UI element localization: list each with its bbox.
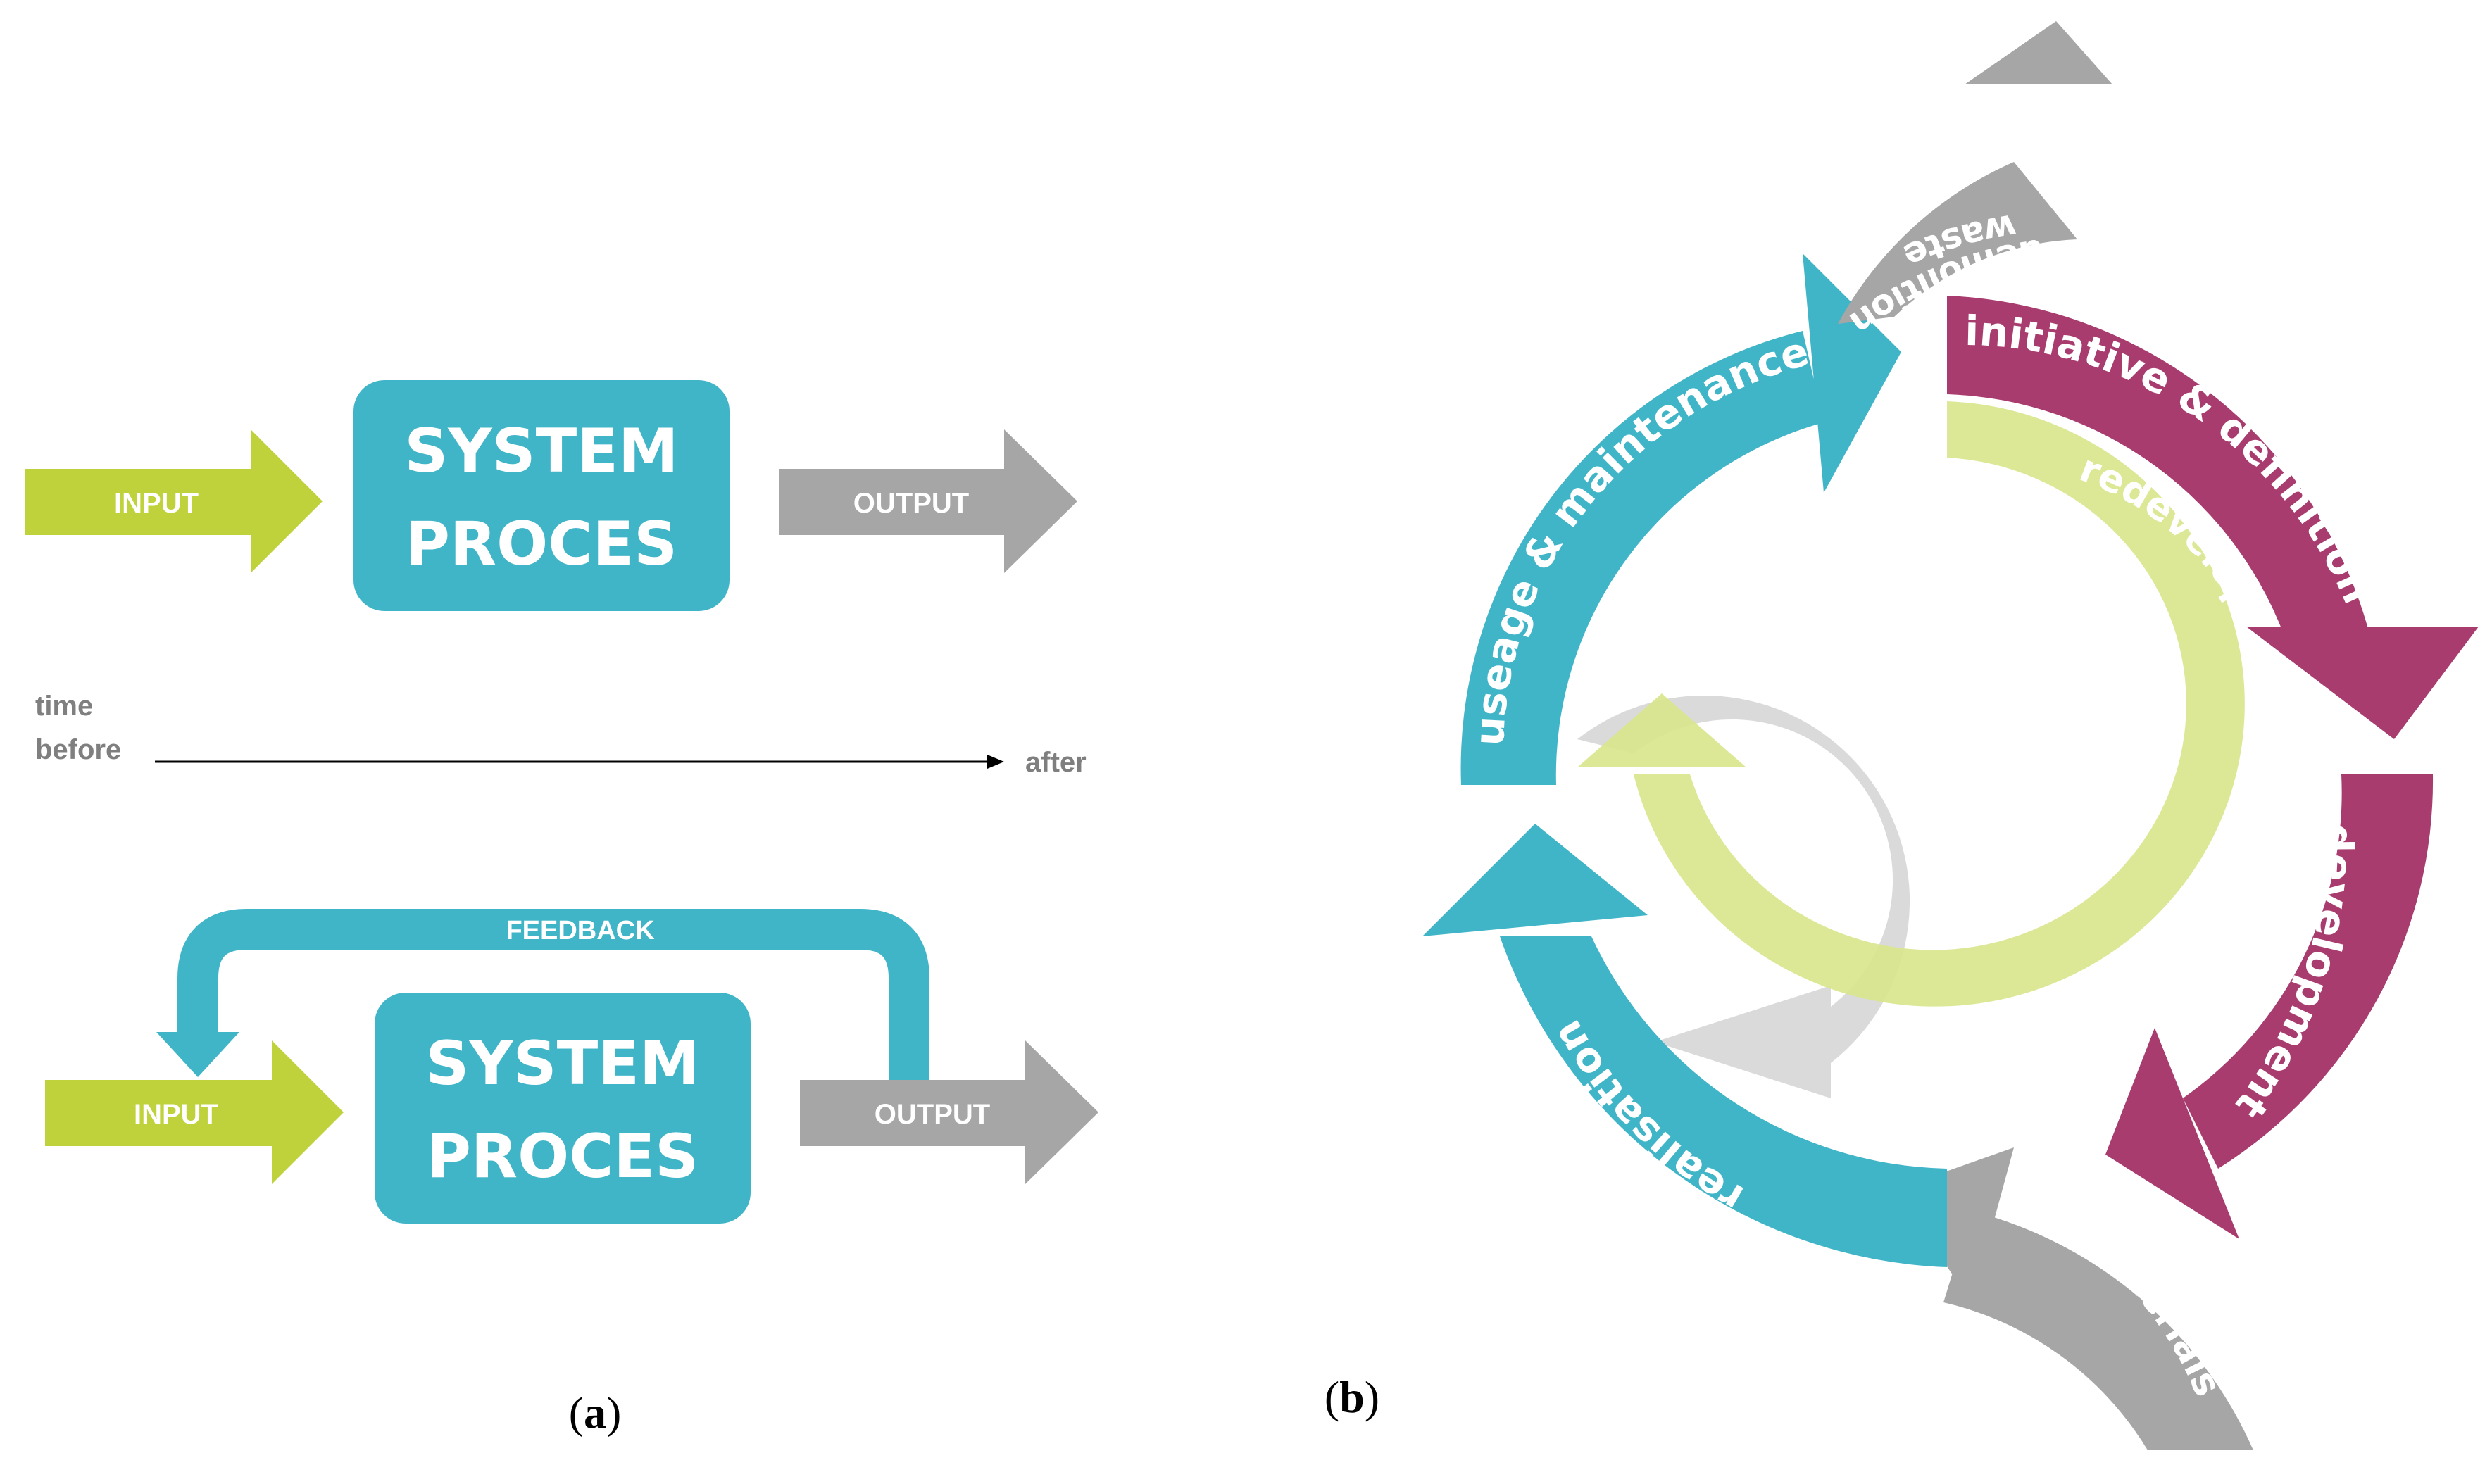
feedback-loop-shape <box>177 909 929 1081</box>
panel-b: recycling materials redevelopment & reus… <box>1325 21 2479 1450</box>
initiative-definition-arrow-head <box>2246 627 2479 739</box>
top-output-label: OUTPUT <box>853 488 969 519</box>
bottom-system-line1: SYSTEM <box>425 1029 699 1099</box>
caption-a-letter: a <box>584 1388 606 1438</box>
top-input-arrow-shape <box>25 429 323 573</box>
development-arrow-band <box>2183 774 2434 1169</box>
caption-b-letter: b <box>1339 1372 1365 1422</box>
demolition-waste-arrow-band <box>1838 162 2077 324</box>
top-system-line1: SYSTEM <box>404 416 678 486</box>
top-output-arrow-shape <box>779 429 1077 573</box>
top-system-box-shape <box>353 380 730 611</box>
demolition-waste-arrow: demolition waste <box>1838 21 2112 344</box>
top-system-line2: PROCES <box>406 509 677 579</box>
timeline-after-label: after <box>1025 747 1087 778</box>
bottom-system-box-shape <box>375 993 751 1224</box>
top-output-arrow: OUTPUT <box>779 429 1077 573</box>
bottom-input-arrow: INPUT <box>45 1040 344 1184</box>
bottom-input-label: INPUT <box>134 1099 218 1130</box>
useage-maintenance-arrow-head <box>1803 253 1901 493</box>
caption-b: (b) <box>1325 1372 1379 1422</box>
top-input-label: INPUT <box>114 488 199 519</box>
recycling-materials-arrow-band <box>1577 695 1910 1063</box>
feedback-arrow-head <box>156 1032 239 1077</box>
development-arrow-head <box>2105 1028 2239 1239</box>
timeline-time-label: time <box>35 691 93 722</box>
raw-materials-arrow-band <box>1943 1211 2253 1450</box>
demolition-waste-arrow-head <box>1965 21 2112 84</box>
realisation-arrow-band <box>1500 936 1947 1267</box>
panel-a: INPUT SYSTEM PROCES OUTPUT time before a… <box>25 380 1098 1438</box>
bottom-system-line2: PROCES <box>427 1121 699 1192</box>
timeline: time before after <box>35 691 1087 778</box>
top-system-box: SYSTEM PROCES <box>353 380 730 611</box>
bottom-system-box: SYSTEM PROCES <box>375 993 751 1224</box>
bottom-output-label: OUTPUT <box>875 1099 990 1130</box>
bottom-output-arrow-shape <box>800 1040 1098 1184</box>
caption-b-close: ) <box>1365 1372 1379 1422</box>
realisation-arrow-head <box>1422 824 1648 936</box>
bottom-process: FEEDBACK INPUT SYSTEM PROCES OUTPUT <box>45 909 1098 1224</box>
top-input-arrow: INPUT <box>25 429 323 573</box>
top-process: INPUT SYSTEM PROCES OUTPUT <box>25 380 1077 611</box>
initiative-definition-arrow-band <box>1947 296 2373 648</box>
caption-a-close: ) <box>606 1388 621 1438</box>
timeline-arrow-head <box>987 755 1004 769</box>
caption-a-open: ( <box>569 1388 584 1438</box>
caption-a: (a) <box>569 1388 622 1438</box>
feedback-label: FEEDBACK <box>506 916 655 945</box>
bottom-output-arrow: OUTPUT <box>800 1040 1098 1184</box>
feedback-loop: FEEDBACK <box>156 909 929 1081</box>
caption-b-open: ( <box>1325 1372 1339 1422</box>
bottom-input-arrow-shape <box>45 1040 344 1184</box>
timeline-before-label: before <box>35 734 121 765</box>
redevelopment-reuse-arrow-head <box>1577 693 1746 767</box>
useage-maintenance-arrow-band <box>1460 331 1824 785</box>
recycling-materials-arrow-head <box>1655 986 1831 1098</box>
